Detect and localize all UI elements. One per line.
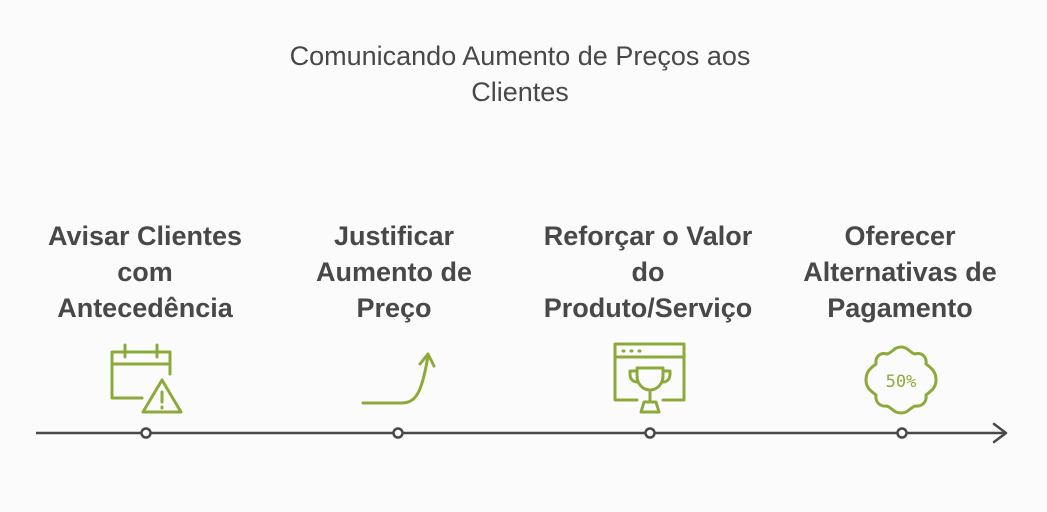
discount-badge-text: 50% — [886, 372, 917, 392]
timeline-arrowhead — [992, 422, 1008, 444]
timeline-marker-1 — [140, 427, 152, 439]
step-2-label: Justificar Aumento de Preço — [274, 218, 514, 326]
diagram-title: Comunicando Aumento de Preços aos Client… — [220, 38, 820, 110]
step-4-line-1: Oferecer — [844, 221, 956, 251]
rising-arrow-icon — [361, 352, 436, 405]
step-3-line-1: Reforçar o Valor — [543, 221, 753, 251]
step-1-label: Avisar Clientes com Antecedência — [25, 218, 265, 326]
step-3-line-2: do — [631, 257, 665, 287]
trophy-window-icon — [613, 342, 686, 414]
title-line-1: Comunicando Aumento de Preços aos — [289, 41, 751, 71]
timeline-marker-2 — [392, 427, 404, 439]
calendar-warning-icon — [110, 343, 183, 414]
discount-badge-icon: 50% — [864, 345, 938, 415]
timeline-marker-3 — [644, 427, 656, 439]
step-1-line-3: Antecedência — [57, 293, 233, 323]
step-2-line-3: Preço — [356, 293, 432, 323]
step-2-line-2: Aumento de — [315, 257, 472, 287]
step-4-label: Oferecer Alternativas de Pagamento — [780, 218, 1020, 326]
step-4-line-3: Pagamento — [827, 293, 973, 323]
step-1-line-1: Avisar Clientes — [47, 221, 243, 251]
step-3-label: Reforçar o Valor do Produto/Serviço — [528, 218, 768, 326]
timeline-marker-4 — [896, 427, 908, 439]
step-4-line-2: Alternativas de — [803, 257, 997, 287]
title-line-2: Clientes — [471, 77, 569, 107]
step-3-line-3: Produto/Serviço — [543, 293, 753, 323]
step-1-line-2: com — [117, 257, 173, 287]
step-2-line-1: Justificar — [333, 221, 455, 251]
